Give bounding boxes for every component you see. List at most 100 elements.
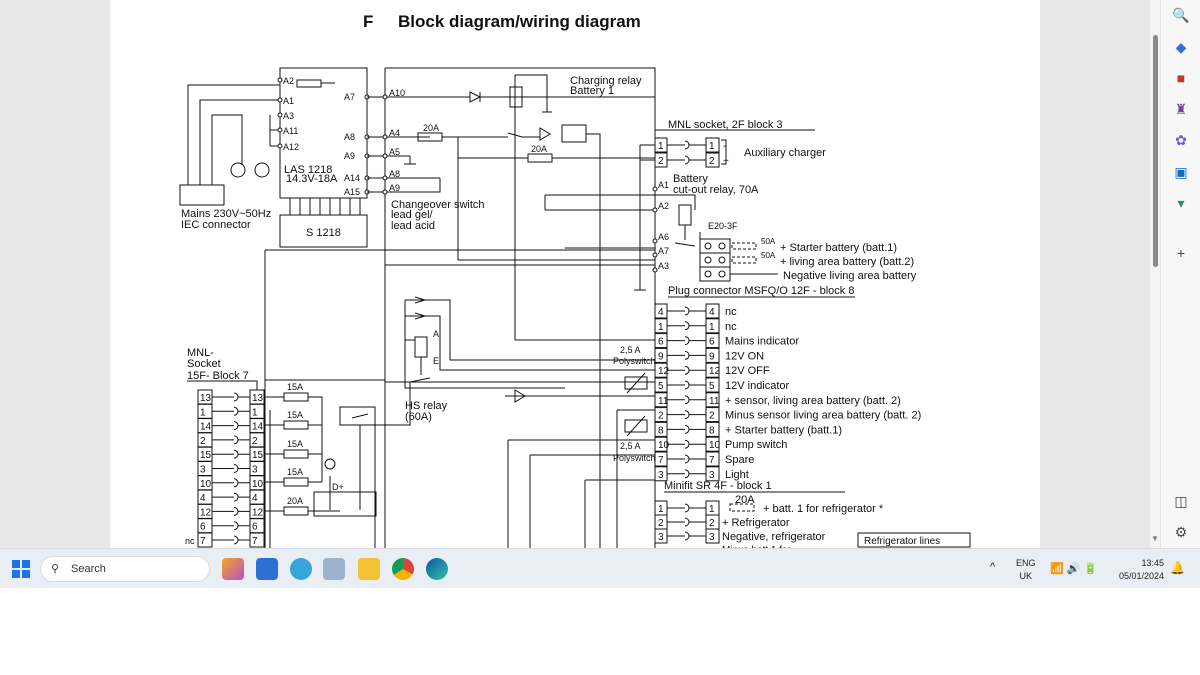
pin-terminal bbox=[382, 189, 388, 195]
windows-start-icon[interactable] bbox=[12, 560, 30, 578]
pin-terminal bbox=[277, 127, 283, 133]
connector-pin-number: 2 bbox=[709, 411, 715, 422]
relay-pin-label: A3 bbox=[658, 261, 669, 271]
plug-contact bbox=[212, 435, 250, 445]
s1218-box bbox=[279, 214, 368, 248]
chrome-icon[interactable] bbox=[392, 558, 414, 580]
connector-pin-number: 9 bbox=[709, 351, 715, 362]
refrigerator-lines-box bbox=[857, 532, 971, 548]
connector-label: + batt. 1 for refrigerator * bbox=[763, 503, 884, 515]
connector-pin-box bbox=[705, 152, 720, 168]
connector-pin-number: 1 bbox=[709, 322, 715, 333]
connector-pin-number: 5 bbox=[709, 381, 715, 392]
language: ENG bbox=[1016, 558, 1036, 568]
fuse-label: 20A bbox=[531, 144, 547, 154]
polyswitch-name: Polyswitch bbox=[613, 453, 656, 463]
media-player-app-icon[interactable] bbox=[323, 558, 345, 580]
connector-pin-number: 10 bbox=[709, 440, 721, 451]
connector-pin-number: 7 bbox=[200, 536, 206, 547]
connector-pin-number: 1 bbox=[252, 407, 258, 418]
connector-pin-number: 8 bbox=[709, 425, 715, 436]
inner-pin-label: A5 bbox=[389, 147, 400, 157]
las-pin-label: A9 bbox=[344, 151, 355, 161]
scrollbar-thumb[interactable] bbox=[1153, 35, 1158, 267]
scroll-down-arrow-icon[interactable]: ▼ bbox=[1151, 534, 1159, 543]
copilot-icon[interactable]: ✿ bbox=[1175, 132, 1187, 148]
screw bbox=[704, 242, 712, 250]
plug-contact bbox=[212, 406, 250, 416]
sidebar-toggle-icon[interactable]: ◫ bbox=[1174, 493, 1188, 509]
plug-contact bbox=[667, 350, 706, 360]
changeover-label: Changeover switch bbox=[391, 199, 485, 211]
iec-connector bbox=[179, 184, 225, 206]
search-icon[interactable]: 🔍 bbox=[1172, 7, 1190, 23]
fuse bbox=[283, 477, 309, 487]
plug-contact bbox=[212, 421, 250, 431]
connector-pin-number: 7 bbox=[658, 455, 664, 466]
connector-pin-number: 2 bbox=[709, 518, 715, 529]
las-rating: 14.3V-18A bbox=[286, 173, 338, 185]
connector-pin-number: 13 bbox=[252, 393, 264, 404]
connector-pin-number: 1 bbox=[658, 504, 664, 515]
connector-pin-number: 1 bbox=[658, 141, 664, 152]
connector-pin-number: 2 bbox=[658, 156, 664, 167]
connector-pin-number: 2 bbox=[709, 156, 715, 167]
shopping-icon[interactable]: ▾ bbox=[1177, 195, 1185, 211]
connector-pin-number: 6 bbox=[658, 337, 664, 348]
connector-pin-number: 3 bbox=[200, 465, 206, 476]
mnl-15f-label-2: Socket bbox=[187, 358, 221, 370]
add-icon[interactable]: + bbox=[1176, 245, 1186, 261]
fuse-label: 15A bbox=[287, 467, 303, 477]
nc-label: nc bbox=[185, 536, 195, 546]
calculator-app-icon[interactable] bbox=[256, 558, 278, 580]
region: UK bbox=[1019, 571, 1033, 581]
copilot-app-icon[interactable] bbox=[222, 558, 244, 580]
connector-pin-number: 2 bbox=[658, 411, 664, 422]
mains-label: Mains 230V~50Hz bbox=[181, 208, 271, 220]
fuse bbox=[283, 449, 309, 459]
maps-app-icon[interactable] bbox=[290, 558, 312, 580]
connector-pin-box bbox=[705, 466, 720, 482]
connector-pin-number: 7 bbox=[252, 536, 258, 547]
connector-label: Light bbox=[725, 469, 749, 481]
battery-output-label: + living area battery (batt.2) bbox=[780, 256, 914, 268]
connector-pin-number: 4 bbox=[709, 307, 715, 318]
connector-pin-number: 3 bbox=[252, 465, 258, 476]
vertical-scrollbar[interactable]: ▼ bbox=[1150, 0, 1160, 548]
plug-contact bbox=[667, 395, 706, 405]
pin-terminal bbox=[652, 238, 658, 244]
taskbar-search-input[interactable]: ⚲Search bbox=[40, 556, 210, 582]
fuse-label: 15A bbox=[287, 439, 303, 449]
language-indicator[interactable]: ENG UK bbox=[1016, 558, 1036, 581]
wifi-volume-battery-icons[interactable]: 📶 🔊 🔋 bbox=[1050, 563, 1098, 575]
plug-contact bbox=[667, 503, 706, 513]
games-icon[interactable]: ♜ bbox=[1174, 101, 1188, 117]
page-title: Block diagram/wiring diagram bbox=[398, 12, 641, 31]
pin-terminal bbox=[382, 153, 388, 159]
file-explorer-icon[interactable] bbox=[358, 558, 380, 580]
show-hidden-icons-chevron-icon[interactable]: ^ bbox=[990, 561, 996, 573]
plug-contact bbox=[212, 535, 250, 545]
las-pin-label: A12 bbox=[283, 142, 299, 152]
briefcase-icon[interactable]: ■ bbox=[1176, 70, 1186, 86]
tag-icon[interactable]: ◆ bbox=[1175, 39, 1187, 55]
fuse bbox=[731, 242, 757, 250]
connector-pin-number: 3 bbox=[658, 532, 664, 543]
notification-bell-icon[interactable]: 🔔 bbox=[1170, 561, 1185, 575]
connector-pin-box bbox=[705, 392, 720, 408]
edge-icon[interactable] bbox=[426, 558, 448, 580]
outlook-icon[interactable]: ▣ bbox=[1174, 164, 1188, 180]
connector-label: 12V ON bbox=[725, 350, 764, 362]
plug-contact bbox=[667, 531, 706, 541]
fuse-label: 20A bbox=[287, 496, 303, 506]
pdf-page: F Block diagram/wiring diagram Mains 230… bbox=[110, 0, 1040, 548]
plug-contact bbox=[667, 454, 706, 464]
settings-gear-icon[interactable]: ⚙ bbox=[1174, 524, 1188, 540]
connector-pin-number: 12 bbox=[200, 507, 212, 518]
pin-terminal bbox=[652, 252, 658, 258]
fuse bbox=[283, 420, 309, 430]
pin-terminal bbox=[382, 94, 388, 100]
screw bbox=[718, 256, 726, 264]
plug-contact bbox=[212, 449, 250, 459]
